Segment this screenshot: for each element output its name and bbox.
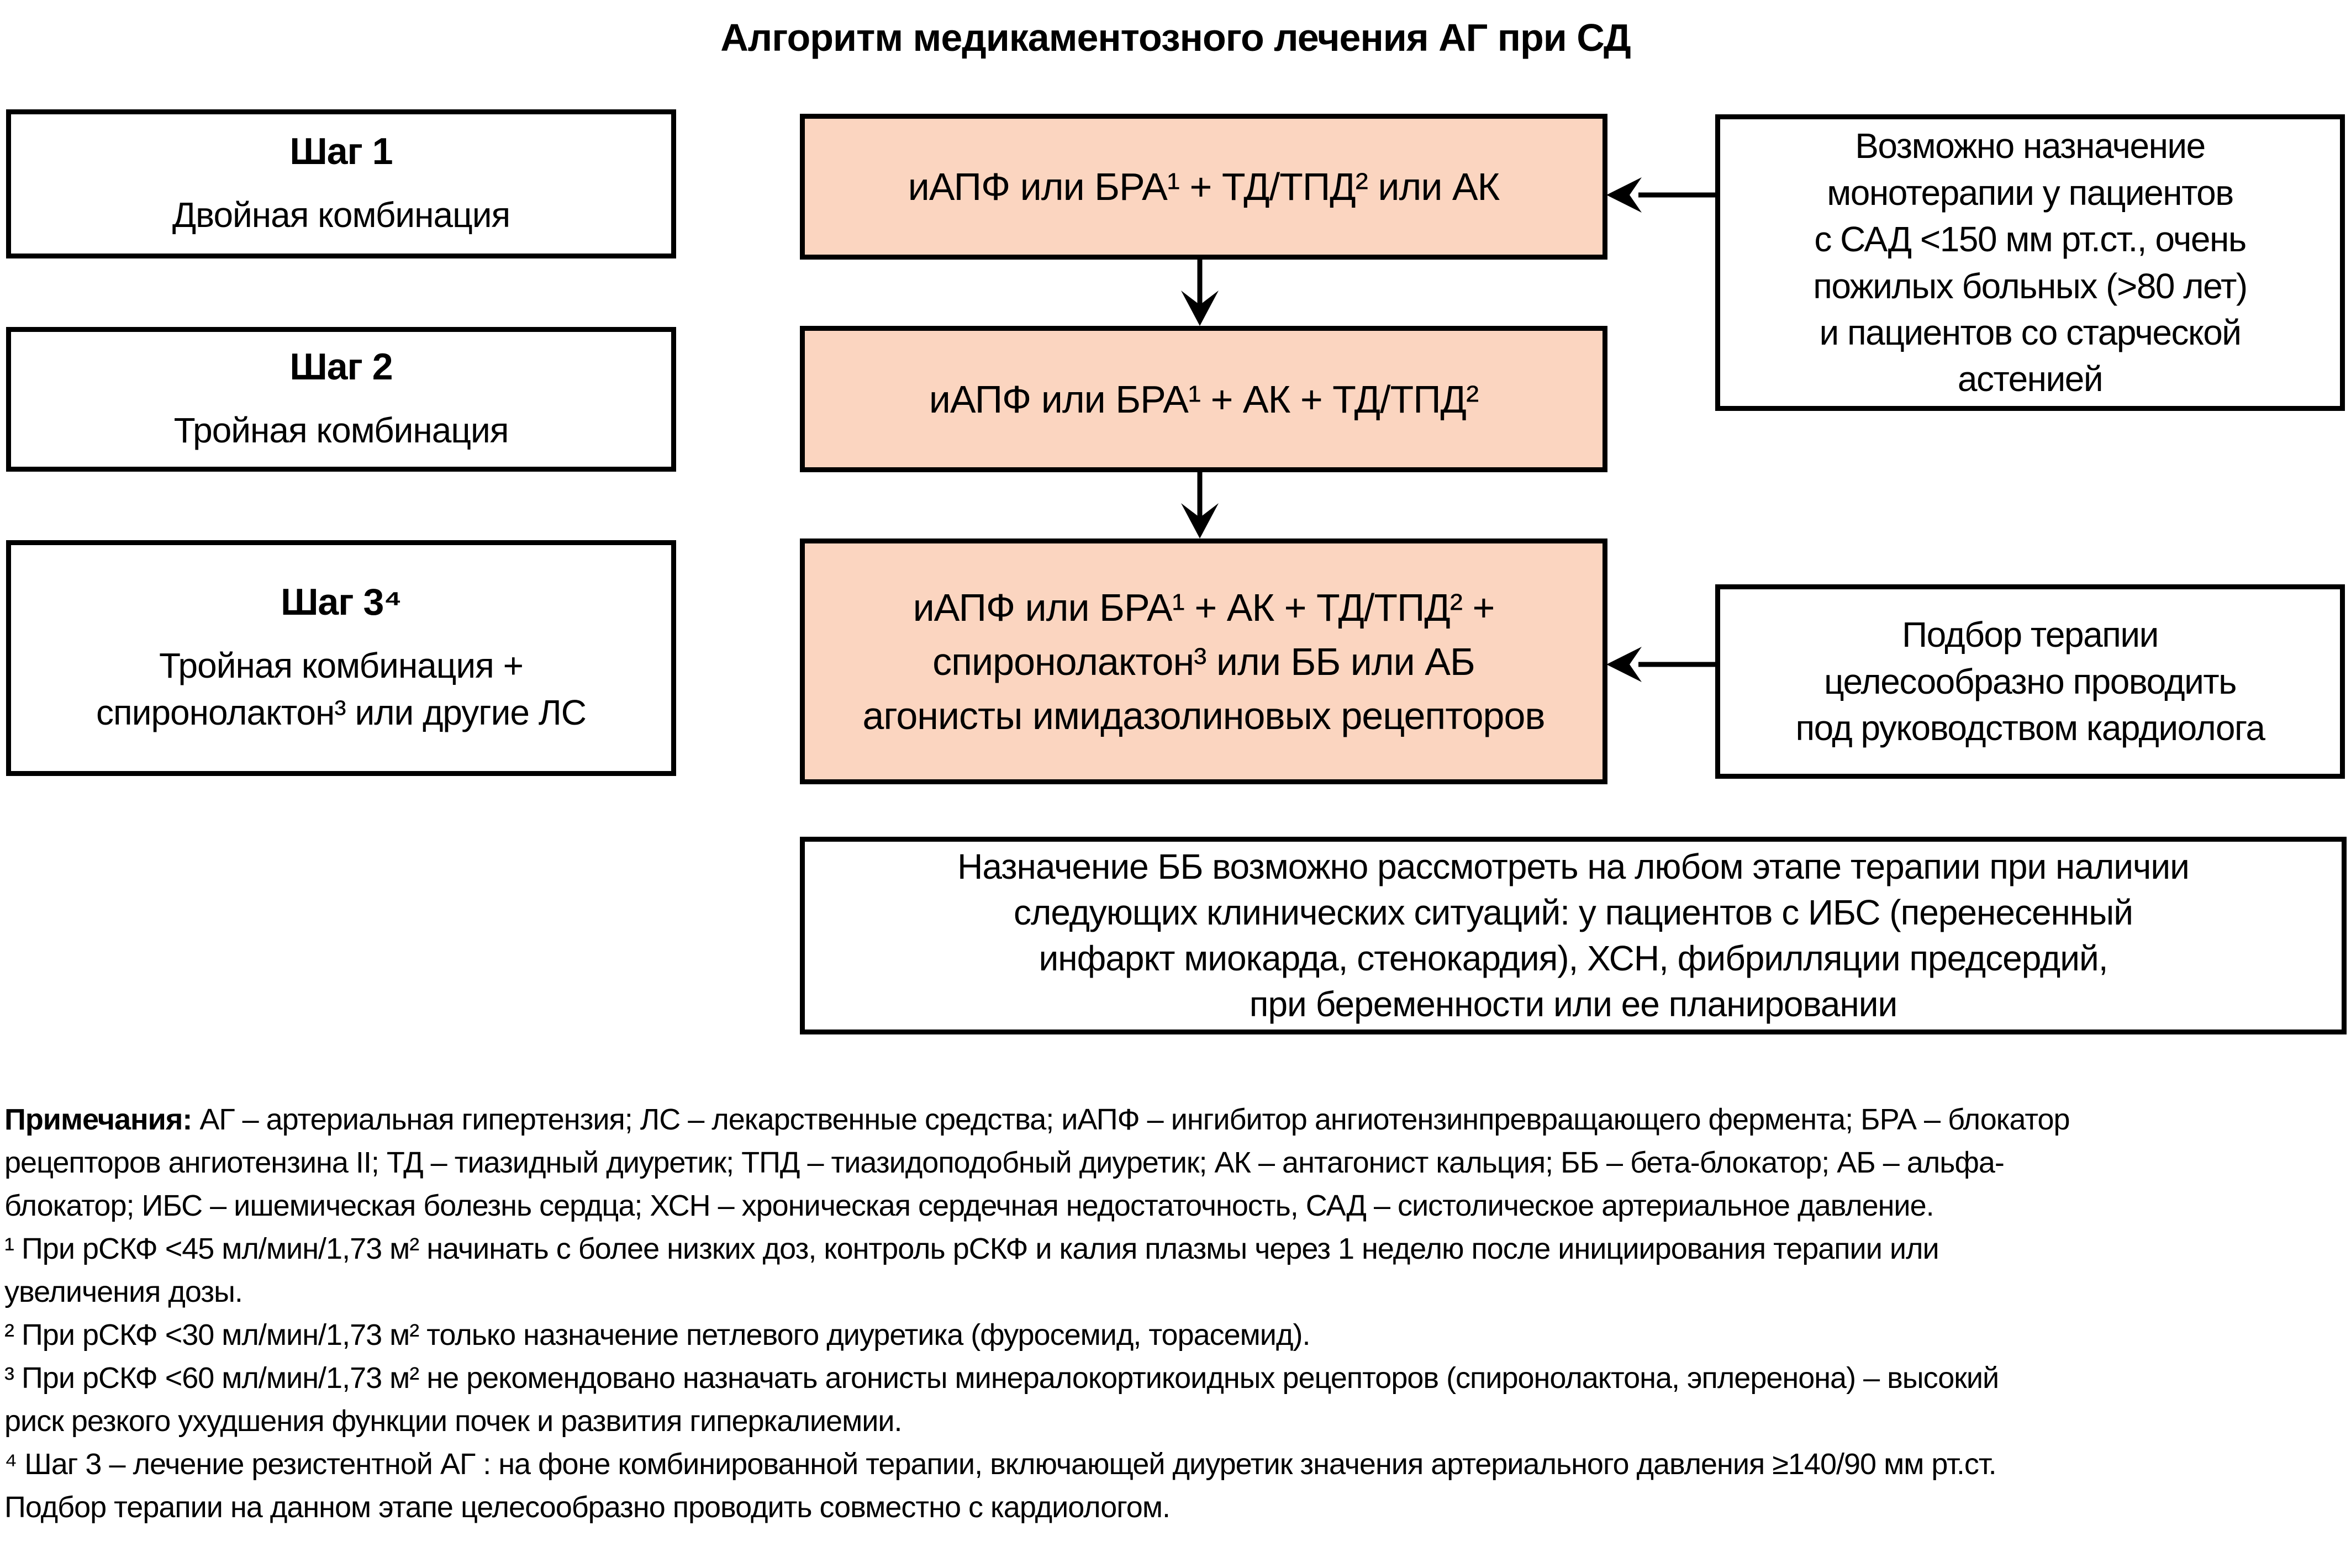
- step2-title: Шаг 2: [289, 345, 393, 388]
- footnote-line: Примечания: АГ – артериальная гипертензи…: [4, 1098, 2349, 1141]
- step1-box: Шаг 1 Двойная комбинация: [6, 109, 676, 258]
- note-line: с САД <150 мм рт.ст., очень: [1814, 219, 2247, 260]
- therapy-line: иАПФ или БРА¹ + АК + ТД/ТПД²: [929, 377, 1479, 421]
- bb-note-line: следующих клинических ситуаций: у пациен…: [1014, 892, 2133, 932]
- therapy-line: иАПФ или БРА¹ + ТД/ТПД² или АК: [908, 165, 1500, 208]
- note-line: Подбор терапии: [1902, 615, 2159, 655]
- arrow-down-icon: [1181, 260, 1219, 326]
- note-line: монотерапии у пациентов: [1827, 172, 2234, 213]
- step2-box: Шаг 2 Тройная комбинация: [6, 327, 676, 472]
- monotherapy-note-box: Возможно назначение монотерапии у пациен…: [1715, 114, 2345, 411]
- footnote-line: риск резкого ухудшения функции почек и р…: [4, 1405, 903, 1438]
- footnote-line: ¹ При рСКФ <45 мл/мин/1,73 м² начинать с…: [4, 1232, 1939, 1265]
- therapy-line: агонисты имидазолиновых рецепторов: [862, 694, 1545, 737]
- cardiologist-note-box: Подбор терапии целесообразно проводить п…: [1715, 584, 2345, 779]
- step3-subtitle-line: Тройная комбинация +: [159, 646, 524, 686]
- therapy-line: спиронолактон³ или ББ или АБ: [932, 640, 1475, 683]
- step3-subtitle-line: спиронолактон³ или другие ЛС: [96, 692, 587, 732]
- monotherapy-note-text: Возможно назначение монотерапии у пациен…: [1807, 123, 2252, 403]
- bb-note-box: Назначение ББ возможно рассмотреть на лю…: [800, 837, 2347, 1034]
- footnote-line: ⁴ Шаг 3 – лечение резистентной АГ : на ф…: [4, 1448, 1997, 1481]
- arrow-left-icon: [1606, 647, 1716, 682]
- footnotes-label: Примечания:: [4, 1103, 192, 1136]
- note-line: астенией: [1957, 359, 2104, 399]
- step3-title: Шаг 3⁴: [281, 581, 402, 624]
- arrow-down-icon: [1181, 471, 1219, 538]
- footnote-line: Подбор терапии на данном этапе целесообр…: [4, 1491, 1171, 1524]
- therapy-box-2-text: иАПФ или БРА¹ + АК + ТД/ТПД²: [918, 372, 1490, 426]
- bb-note-line: при беременности или ее планировании: [1249, 984, 1897, 1025]
- therapy-box-3-text: иАПФ или БРА¹ + АК + ТД/ТПД² + спиронола…: [851, 580, 1556, 743]
- bb-note-line: Назначение ББ возможно рассмотреть на лю…: [957, 846, 2190, 886]
- bb-note-line: инфаркт миокарда, стенокардия), ХСН, фиб…: [1039, 938, 2108, 978]
- note-line: Возможно назначение: [1855, 126, 2206, 166]
- footnotes-section: Примечания: АГ – артериальная гипертензи…: [4, 1098, 2349, 1529]
- footnote-line: ³ При рСКФ <60 мл/мин/1,73 м² не рекомен…: [4, 1361, 1999, 1395]
- therapy-box-1-text: иАПФ или БРА¹ + ТД/ТПД² или АК: [897, 160, 1511, 214]
- arrow-left-icon: [1606, 177, 1716, 213]
- note-line: под руководством кардиолога: [1795, 708, 2265, 748]
- step3-box: Шаг 3⁴ Тройная комбинация + спиронолакто…: [6, 540, 676, 776]
- therapy-box-3: иАПФ или БРА¹ + АК + ТД/ТПД² + спиронола…: [800, 538, 1607, 784]
- footnote-line: увеличения дозы.: [4, 1275, 243, 1308]
- therapy-box-1: иАПФ или БРА¹ + ТД/ТПД² или АК: [800, 114, 1607, 260]
- step2-subtitle-line: Тройная комбинация: [173, 410, 509, 450]
- step1-subtitle: Двойная комбинация: [172, 192, 510, 238]
- step3-subtitle: Тройная комбинация + спиронолактон³ или …: [96, 642, 587, 736]
- cardiologist-note-text: Подбор терапии целесообразно проводить п…: [1790, 611, 2270, 751]
- step1-subtitle-line: Двойная комбинация: [172, 194, 510, 235]
- note-line: целесообразно проводить: [1824, 661, 2237, 701]
- footnote-line: рецепторов ангиотензина II; ТД – тиазидн…: [4, 1146, 2005, 1179]
- footnote-line: ² При рСКФ <30 мл/мин/1,73 м² только наз…: [4, 1318, 1310, 1351]
- note-line: и пациентов со старческой: [1819, 312, 2242, 352]
- step1-title: Шаг 1: [289, 130, 393, 172]
- therapy-line: иАПФ или БРА¹ + АК + ТД/ТПД² +: [913, 585, 1495, 629]
- footnote-line: блокатор; ИБС – ишемическая болезнь серд…: [4, 1189, 1934, 1222]
- step2-subtitle: Тройная комбинация: [174, 407, 509, 453]
- therapy-box-2: иАПФ или БРА¹ + АК + ТД/ТПД²: [800, 326, 1607, 472]
- footnote-text: АГ – артериальная гипертензия; ЛС – лека…: [192, 1103, 2070, 1136]
- note-line: пожилых больных (>80 лет): [1813, 266, 2248, 306]
- page-title: Алгоритм медикаментозного лечения АГ при…: [720, 16, 1631, 59]
- bb-note-text: Назначение ББ возможно рассмотреть на лю…: [950, 844, 2197, 1028]
